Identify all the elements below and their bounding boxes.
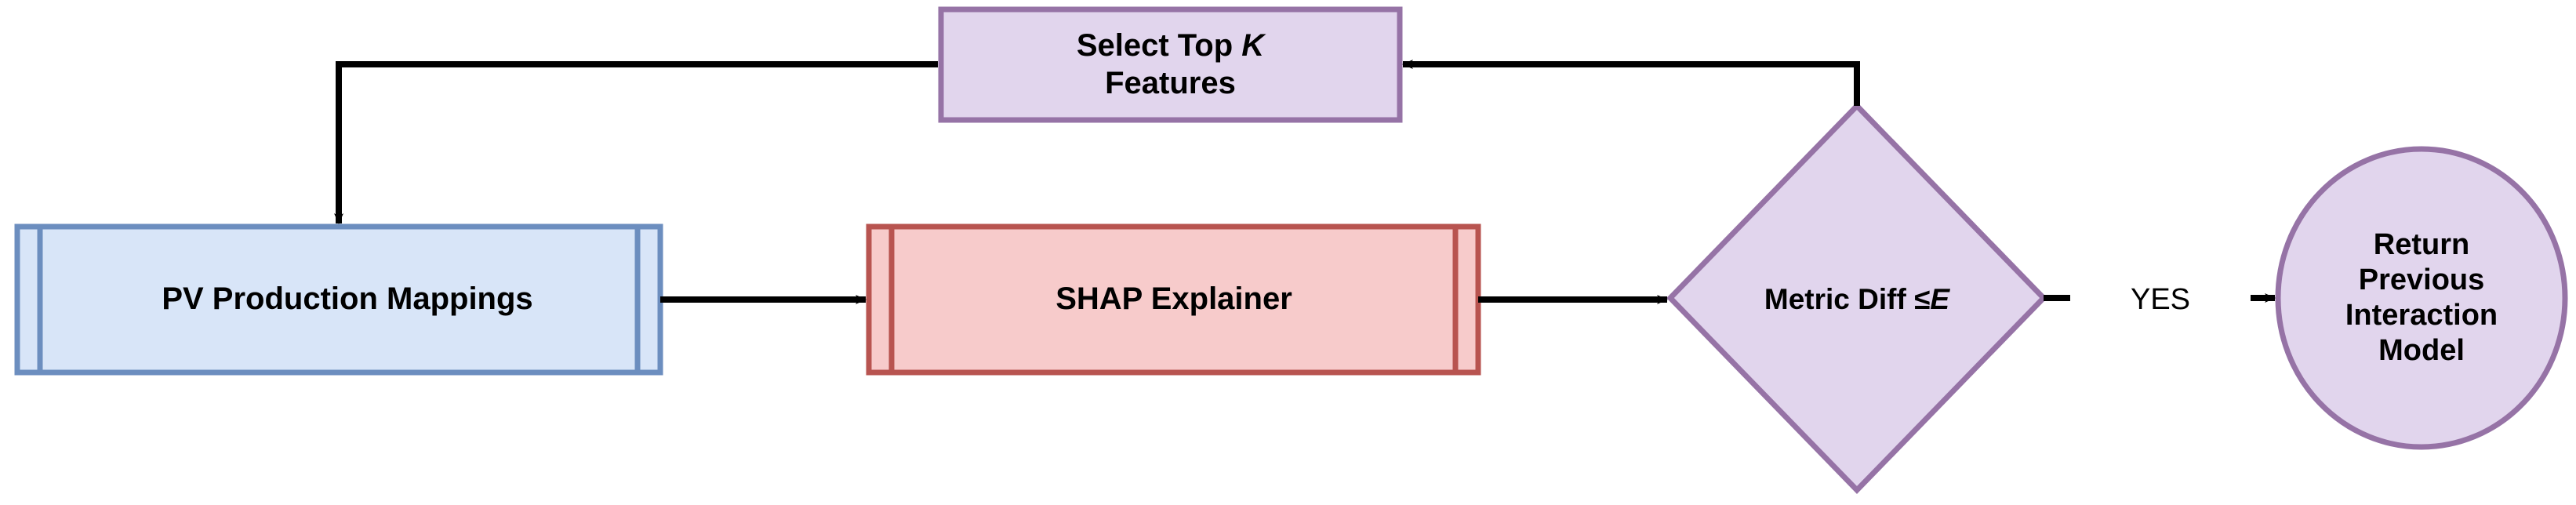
node-pv-production-mappings[interactable]	[14, 223, 663, 376]
pv-box-outer	[14, 223, 663, 376]
topk-box	[938, 6, 1403, 123]
edge-topk-to-pv	[334, 61, 938, 224]
decision-diamond	[1666, 101, 2047, 495]
node-metric-diff-decision[interactable]	[1666, 101, 2047, 495]
edge-decision-to-topk	[1402, 60, 1860, 106]
return-ellipse	[2275, 146, 2568, 450]
node-shap-explainer[interactable]	[866, 223, 1481, 376]
node-return-previous-interaction-model[interactable]	[2275, 146, 2568, 450]
node-select-top-k-features[interactable]	[938, 6, 1403, 123]
shap-box-outer	[866, 223, 1481, 376]
